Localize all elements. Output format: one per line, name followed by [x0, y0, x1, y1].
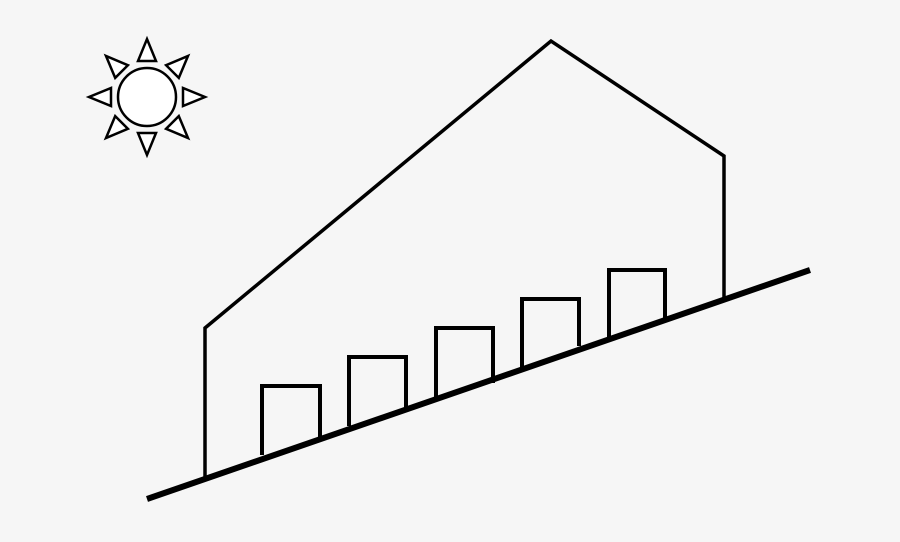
house-outline	[203, 38, 726, 481]
sun-ray-2	[163, 53, 191, 81]
sun-ray-6	[103, 113, 131, 141]
step-block-3	[434, 326, 495, 397]
sun-ray-4	[163, 113, 191, 141]
sloped-ground-line	[146, 267, 811, 502]
sun-ray-1	[136, 35, 158, 63]
sun-icon	[85, 35, 209, 159]
sun-ray-7	[85, 86, 113, 108]
sun-ray-5	[136, 131, 158, 159]
step-block-2	[347, 355, 408, 426]
stepped-blocks	[260, 268, 667, 455]
sun-ray-8	[103, 53, 131, 81]
sun-rays	[85, 35, 209, 159]
step-block-4	[520, 297, 581, 368]
step-block-5	[607, 268, 667, 339]
sun-ray-3	[181, 86, 209, 108]
step-block-1	[260, 384, 322, 455]
sun-disc	[116, 66, 178, 128]
